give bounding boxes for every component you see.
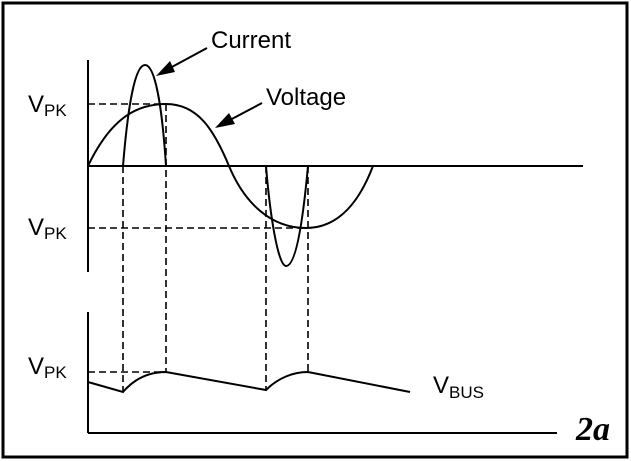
vpk-lower-label: VPK — [28, 214, 67, 243]
vpk-bus-label: VPK — [28, 353, 67, 382]
bus-voltage-waveform — [87, 370, 411, 394]
current-pointer-arrow — [156, 47, 208, 76]
current-positive-pulse — [122, 63, 167, 167]
vbus-label: VBUS — [433, 372, 484, 402]
voltage-pointer-arrow — [215, 102, 263, 128]
figure-number: 2a — [575, 411, 610, 448]
voltage-waveform — [87, 102, 374, 230]
current-label: Current — [211, 27, 291, 54]
current-negative-pulse — [265, 165, 309, 268]
vpk-upper-label: VPK — [28, 91, 67, 120]
voltage-label: Voltage — [266, 84, 346, 111]
